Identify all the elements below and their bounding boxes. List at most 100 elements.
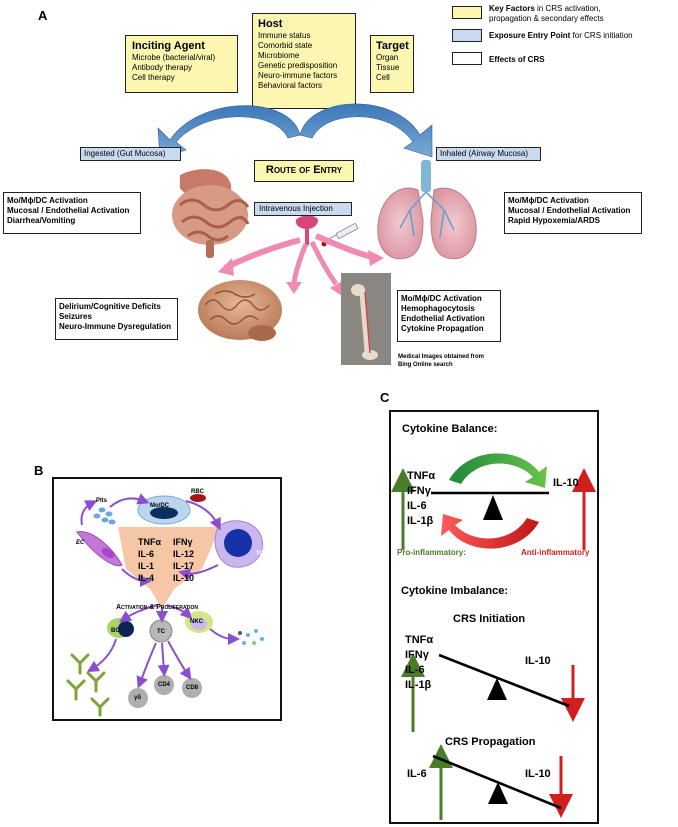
cytokine-item: IL-10 <box>173 573 195 583</box>
panel-b-frame <box>52 477 282 721</box>
gd-label: γδ <box>134 695 141 701</box>
host-title: Host <box>258 18 283 30</box>
legend-key-factors: Key Factors in CRS activation, propagati… <box>489 4 604 23</box>
cd4-cell <box>154 675 174 695</box>
gut-icon <box>172 169 250 258</box>
bone-effect: Mo/Mϕ/DC Activation <box>401 294 482 303</box>
brain-effect: Delirium/Cognitive Deficits <box>59 302 161 311</box>
lung-effects-box: Mo/Mϕ/DC Activation Mucosal / Endothelia… <box>504 192 642 234</box>
bone-effect: Endothelial Activation <box>401 314 485 323</box>
balance-fulcrum <box>483 495 503 520</box>
panel-a-letter: A <box>38 8 48 23</box>
panel-c-frame <box>389 410 599 824</box>
lungs-icon <box>377 160 477 260</box>
ingested-box: Ingested (Gut Mucosa) <box>80 147 181 161</box>
cd8-cell <box>182 678 202 698</box>
tc-label-right: TC <box>256 551 264 557</box>
iv-splash <box>295 215 318 245</box>
cytokine-item: IFNγ <box>173 537 193 547</box>
gut-effect: Mo/Mϕ/DC Activation <box>7 196 88 205</box>
ec-cell <box>76 531 123 567</box>
brain-effects-box: Delirium/Cognitive Deficits Seizures Neu… <box>55 298 178 340</box>
host-item: Microbiome <box>258 51 300 60</box>
anti-inflammatory-label: Anti-inflammatory <box>521 548 590 557</box>
target-item: Tissue <box>376 63 400 72</box>
split-arrow <box>86 638 117 673</box>
cycle-arrow <box>109 493 150 508</box>
cytokine-item: TNFα <box>138 537 162 547</box>
cd4-label: CD4 <box>158 682 171 688</box>
iv-arrow-bone <box>309 240 339 286</box>
red-cycle-arrow <box>441 514 539 549</box>
cytokine-item: TNFα <box>407 470 436 482</box>
split-arrow <box>136 642 157 689</box>
cycle-arrow <box>121 568 152 587</box>
host-item: Behavioral factors <box>258 81 323 90</box>
imbalance-title: Cytokine Imbalance: <box>401 585 508 597</box>
panel-b-letter: B <box>34 463 44 478</box>
gut-effects-box: Mo/Mϕ/DC Activation Mucosal / Endothelia… <box>3 192 141 234</box>
propagation-title: CRS Propagation <box>445 736 536 748</box>
legend-swatch-effects <box>452 52 482 65</box>
intravenous-box: Intravenous Injection <box>254 202 352 216</box>
initiation-fulcrum <box>487 678 507 700</box>
cytokine-item: TNFα <box>405 634 434 646</box>
panel-b-graphics <box>66 493 264 717</box>
bone-effects-box: Mo/Mϕ/DC Activation Hemophagocytosis End… <box>397 290 501 342</box>
bc-label: BC <box>111 628 120 634</box>
propagation-right-cytokine: IL-10 <box>525 768 551 780</box>
brain-effect: Seizures <box>59 312 92 321</box>
target-title: Target <box>376 40 409 52</box>
inciting-agent-box: Inciting Agent Microbe (bacterial/viral)… <box>125 35 238 93</box>
cytokine-item: IL-6 <box>138 549 155 559</box>
legend-swatch-key-factors <box>452 6 482 19</box>
inciting-agent-title: Inciting Agent <box>132 40 205 52</box>
iv-arrow-left <box>223 237 301 271</box>
host-item: Neuro-immune factors <box>258 71 338 80</box>
gut-effect: Diarrhea/Vomiting <box>7 216 76 225</box>
propagation-left-cytokine: IL-6 <box>407 768 427 780</box>
ec-label: EC <box>76 540 85 546</box>
propagation-beam <box>432 754 562 810</box>
cytokine-funnel <box>118 527 220 609</box>
panel-c-graphics <box>391 453 596 820</box>
cytokine-item: IL-1β <box>407 515 434 527</box>
granules-icon <box>238 629 264 645</box>
iv-arrow-down-head <box>286 282 302 294</box>
inhaled-box: Inhaled (Airway Mucosa) <box>436 147 541 161</box>
target-box: Target Organ Tissue Cell <box>370 35 414 93</box>
iv-arrow-down <box>291 243 309 284</box>
cytokine-item: IL-6 <box>405 664 425 676</box>
iv-arrow-left-head <box>218 258 234 276</box>
iv-arrow-bone-head <box>330 280 344 296</box>
cytokine-item: IL-12 <box>173 549 195 559</box>
cycle-arrow <box>185 500 221 531</box>
cd8-label: CD8 <box>186 685 199 691</box>
target-item: Cell <box>376 73 390 82</box>
initiation-left-cytokines: TNFα IFNγ IL-6 IL-1β <box>405 633 433 693</box>
cytokine-item: IL-1 <box>138 561 155 571</box>
cytokine-item: IL-6 <box>407 500 427 512</box>
activation-label: Activation & Proliferation <box>116 604 198 611</box>
propagation-fulcrum <box>488 782 508 804</box>
rbc-cell <box>190 494 206 502</box>
inciting-item: Microbe (bacterial/viral) <box>132 53 216 62</box>
lung-effect: Mo/Mϕ/DC Activation <box>508 196 589 205</box>
bone-icon <box>341 273 391 365</box>
legend-effects: Effects of CRS <box>489 55 545 64</box>
host-item: Comorbid state <box>258 41 313 50</box>
bone-effect: Cytokine Propagation <box>401 324 484 333</box>
nkc-label: NKC <box>190 619 203 625</box>
pro-inflammatory-label: Pro-inflammatory: <box>397 548 466 557</box>
cytokine-item: IFNγ <box>407 485 431 497</box>
host-item: Immune status <box>258 31 311 40</box>
initiation-title: CRS Initiation <box>453 613 526 625</box>
split-arrow <box>157 642 170 677</box>
brain-icon <box>198 280 282 341</box>
split-arrow <box>166 604 193 620</box>
antibodies-icon <box>66 653 110 717</box>
iv-arrow-right-head <box>368 250 384 266</box>
cytokine-item: IL-1β <box>405 679 432 691</box>
platelets-icon <box>93 507 116 525</box>
inciting-item: Antibody therapy <box>132 63 193 72</box>
